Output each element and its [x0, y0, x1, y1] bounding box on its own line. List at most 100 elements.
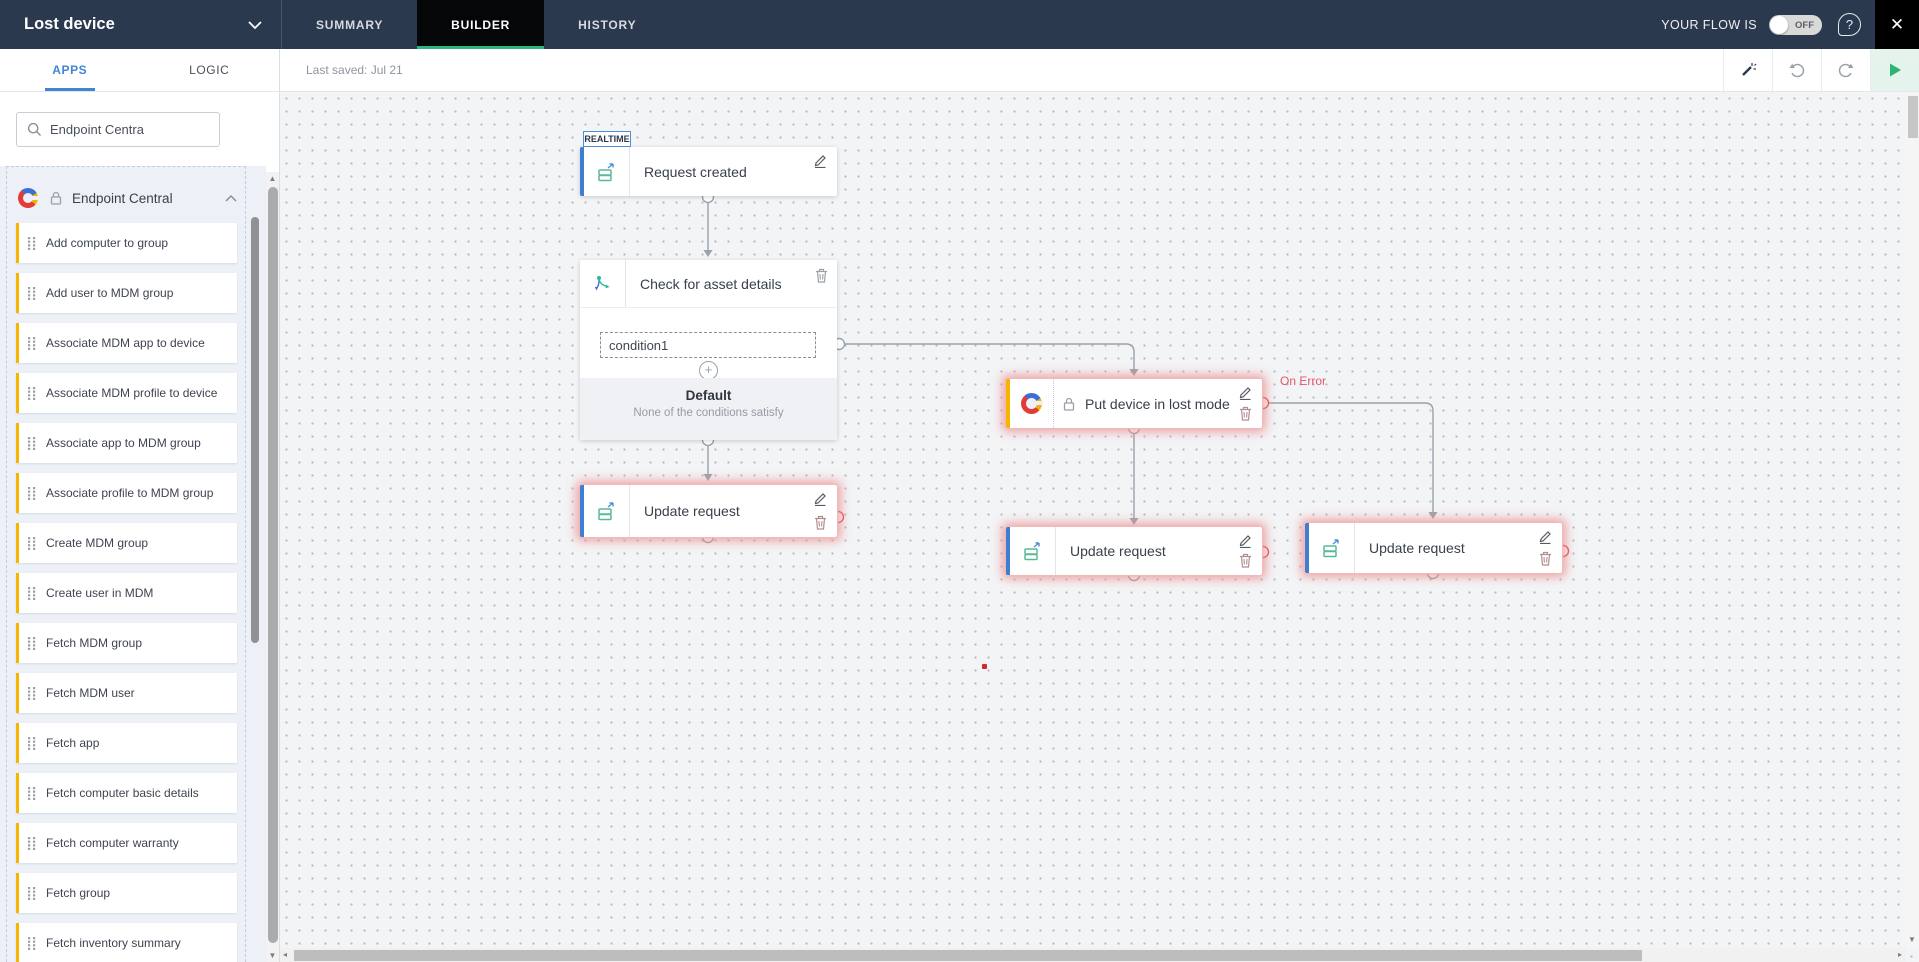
action-item[interactable]: Fetch computer basic details [16, 773, 237, 813]
edit-icon[interactable] [813, 154, 827, 168]
search-input[interactable] [50, 122, 219, 137]
tab-history[interactable]: HISTORY [578, 17, 637, 32]
node-update-request-left[interactable]: Update request [580, 485, 837, 537]
chevron-up-icon[interactable] [224, 194, 238, 203]
flow-title-dropdown[interactable]: Lost device [0, 0, 282, 49]
drag-handle-icon[interactable] [28, 286, 36, 300]
edit-icon[interactable] [1238, 534, 1252, 548]
action-label: Fetch app [46, 736, 100, 750]
canvas-marker-dot [982, 664, 987, 669]
action-label: Fetch computer basic details [46, 786, 199, 800]
drag-handle-icon[interactable] [28, 536, 36, 550]
help-icon[interactable]: ? [1838, 13, 1861, 36]
scroll-right-arrow[interactable]: ▸ [1897, 950, 1902, 959]
action-item[interactable]: Associate MDM app to device [16, 323, 237, 363]
drag-handle-icon[interactable] [28, 736, 36, 750]
delete-icon[interactable] [1539, 551, 1552, 566]
v-scrollbar-thumb[interactable] [1907, 96, 1918, 138]
drag-handle-icon[interactable] [28, 486, 36, 500]
delete-icon[interactable] [1239, 406, 1252, 421]
edit-icon[interactable] [813, 492, 827, 506]
tab-logic[interactable]: LOGIC [189, 63, 230, 77]
edit-icon[interactable] [1538, 530, 1552, 544]
toggle-knob[interactable] [1770, 15, 1788, 34]
action-item[interactable]: Fetch MDM group [16, 623, 237, 663]
sidebar-scrollbar[interactable]: ▲ ▼ [266, 172, 279, 962]
action-item[interactable]: Fetch app [16, 723, 237, 763]
app-group-label: Endpoint Central [72, 190, 173, 206]
action-label: Associate MDM profile to device [46, 386, 218, 400]
h-scrollbar-thumb[interactable] [294, 949, 1642, 961]
action-item[interactable]: Associate app to MDM group [16, 423, 237, 463]
flow-on-off-toggle[interactable]: OFF [1769, 14, 1822, 35]
chevron-down-icon[interactable] [247, 20, 263, 30]
edit-icon[interactable] [1238, 386, 1252, 400]
drag-handle-icon[interactable] [28, 786, 36, 800]
flow-canvas[interactable]: REALTIME Request created Check for asset… [280, 92, 1919, 962]
action-item[interactable]: Fetch computer warranty [16, 823, 237, 863]
apps-sidebar: Endpoint Central Add computer to group A… [0, 92, 280, 962]
node-label: Put device in lost mode [1085, 395, 1230, 412]
drag-handle-icon[interactable] [28, 636, 36, 650]
delete-icon[interactable] [815, 268, 828, 283]
default-branch-subtitle: None of the conditions satisfy [633, 407, 784, 419]
action-label: Create MDM group [46, 536, 149, 550]
list-scrollbar-thumb[interactable] [251, 217, 259, 643]
tab-summary[interactable]: SUMMARY [316, 17, 384, 32]
node-put-device-in-lost-mode[interactable]: Put device in lost mode [1006, 379, 1262, 428]
apps-zone-border [6, 166, 246, 962]
drag-handle-icon[interactable] [28, 936, 36, 950]
drag-handle-icon[interactable] [28, 686, 36, 700]
action-item[interactable]: Associate MDM profile to device [16, 373, 237, 413]
node-update-request-middle[interactable]: Update request [1006, 527, 1262, 575]
default-branch[interactable]: Default None of the conditions satisfy [580, 378, 837, 440]
magic-wand-button[interactable] [1723, 49, 1772, 91]
action-item[interactable]: Add computer to group [16, 223, 237, 263]
action-label: Fetch inventory summary [46, 936, 181, 950]
tab-builder[interactable]: BUILDER [417, 0, 545, 49]
action-item[interactable]: Add user to MDM group [16, 273, 237, 313]
drag-handle-icon[interactable] [28, 336, 36, 350]
tab-apps[interactable]: APPS [0, 49, 140, 91]
close-icon[interactable]: ✕ [1875, 0, 1919, 49]
undo-button[interactable] [1772, 49, 1821, 91]
scroll-left-arrow[interactable]: ◂ [283, 950, 288, 959]
scroll-up-arrow[interactable]: ▲ [268, 174, 277, 183]
redo-button[interactable] [1821, 49, 1870, 91]
run-flow-button[interactable] [1870, 49, 1919, 91]
page-title: Lost device [24, 15, 115, 33]
condition-1-box[interactable]: condition1 [600, 332, 816, 358]
action-item[interactable]: Fetch group [16, 873, 237, 913]
action-item[interactable]: Fetch inventory summary [16, 923, 237, 962]
undo-icon [1789, 63, 1805, 78]
last-saved-label: Last saved: Jul 21 [306, 63, 403, 77]
drag-handle-icon[interactable] [28, 586, 36, 600]
delete-icon[interactable] [814, 515, 827, 530]
sidebar-scrollbar-thumb[interactable] [267, 187, 278, 943]
delete-icon[interactable] [1239, 553, 1252, 568]
scroll-down-arrow[interactable]: ▼ [268, 951, 277, 960]
realtime-badge: REALTIME [583, 131, 631, 147]
node-request-created[interactable]: Request created [580, 147, 837, 196]
canvas-horizontal-scrollbar[interactable]: ◂ ▸ [280, 948, 1906, 962]
play-icon [1890, 63, 1901, 77]
scroll-down-arrow[interactable]: ▼ [1908, 935, 1916, 944]
app-group-endpoint-central[interactable]: Endpoint Central [18, 183, 238, 213]
node-check-for-asset-details[interactable]: Check for asset details condition1 + Def… [580, 260, 837, 440]
action-item[interactable]: Fetch MDM user [16, 673, 237, 713]
node-update-request-right[interactable]: Update request [1305, 523, 1562, 573]
drag-handle-icon[interactable] [28, 836, 36, 850]
magic-wand-icon [1742, 63, 1757, 76]
drag-handle-icon[interactable] [28, 236, 36, 250]
canvas-vertical-scrollbar[interactable]: ▼ [1906, 92, 1919, 948]
action-item[interactable]: Create user in MDM [16, 573, 237, 613]
action-item[interactable]: Associate profile to MDM group [16, 473, 237, 513]
action-label: Fetch MDM group [46, 636, 143, 650]
app-search[interactable] [16, 112, 220, 147]
node-label: Request created [644, 163, 747, 180]
drag-handle-icon[interactable] [28, 386, 36, 400]
action-item[interactable]: Create MDM group [16, 523, 237, 563]
drag-handle-icon[interactable] [28, 436, 36, 450]
drag-handle-icon[interactable] [28, 886, 36, 900]
